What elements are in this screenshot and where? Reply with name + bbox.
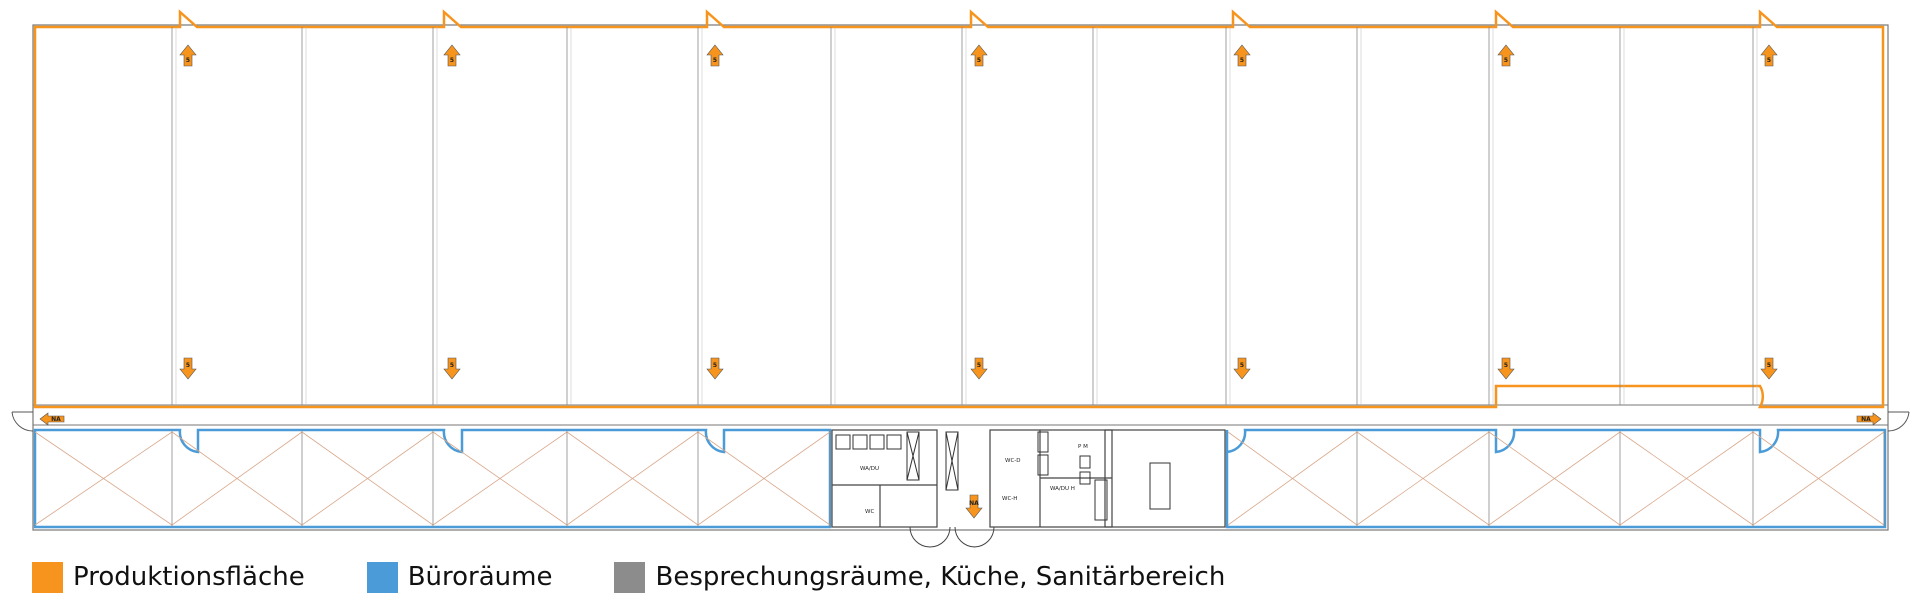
wc-d-label: WC-D <box>1005 458 1021 464</box>
exit-arrow-up-icon <box>706 44 724 67</box>
exit-arrow-down-icon <box>706 357 724 380</box>
office-diagonal <box>1356 431 1490 526</box>
exit-arrow-up-icon <box>1760 44 1778 67</box>
center-arrow-icon <box>965 494 983 519</box>
office-diagonal <box>566 431 699 526</box>
service-area <box>831 429 1226 528</box>
floor-plan: WA/DU WC WC-D WC-H WA/DU H P M 5 5 5 5 5 5 5 5 5… <box>11 9 1910 548</box>
legend-label-production: Produktionsfläche <box>73 562 305 592</box>
office-area-left <box>33 428 832 529</box>
exit-arrow-down-label: 5 <box>1504 362 1508 369</box>
office-diagonal <box>301 431 434 526</box>
exit-arrow-down-icon <box>1233 357 1251 380</box>
wa-du-h-label: WA/DU H <box>1050 486 1075 492</box>
exit-arrow-up-icon <box>443 44 461 67</box>
exit-arrow-down-label: 5 <box>450 362 454 369</box>
legend: Produktionsfläche Büroräume Besprechungs… <box>32 560 1287 594</box>
office-diagonal <box>1227 431 1358 526</box>
exit-arrow-down-label: 5 <box>713 362 717 369</box>
exit-arrow-down-icon <box>970 357 988 380</box>
wa-du-label: WA/DU <box>860 466 879 472</box>
center-arrow-label: NA <box>969 500 979 507</box>
office-area-right <box>1225 428 1887 529</box>
office-diagonal <box>1752 431 1885 526</box>
legend-swatch-office <box>366 561 398 593</box>
side-arrow-right-label: NA <box>1861 416 1871 423</box>
exit-arrow-down-label: 5 <box>977 362 981 369</box>
pm-label: P M <box>1078 444 1088 450</box>
exit-arrow-down-icon <box>179 357 197 380</box>
exit-arrow-up-icon <box>970 44 988 67</box>
wc-label: WC <box>865 509 874 515</box>
office-diagonal <box>697 431 831 526</box>
office-diagonal <box>1488 431 1621 526</box>
legend-item-office: Büroräume <box>366 561 553 593</box>
entrance-doors <box>909 526 995 548</box>
production-area-outline <box>33 9 1885 409</box>
legend-swatch-meeting <box>614 561 646 593</box>
exit-arrow-up-icon <box>1497 44 1515 67</box>
legend-item-meeting: Besprechungsräume, Küche, Sanitärbereich <box>614 561 1226 593</box>
side-arrow-left-icon <box>39 412 65 426</box>
wc-h-label: WC-H <box>1002 496 1017 502</box>
exit-arrow-up-label: 5 <box>1504 57 1508 64</box>
office-diagonal <box>432 431 568 526</box>
exit-arrow-up-label: 5 <box>1240 57 1244 64</box>
exit-arrow-up-label: 5 <box>713 57 717 64</box>
exit-arrow-up-icon <box>1233 44 1251 67</box>
exit-arrow-down-icon <box>1760 357 1778 380</box>
side-arrow-left-label: NA <box>51 416 61 423</box>
sanitary-fixtures <box>835 431 1171 521</box>
exit-arrow-up-label: 5 <box>1767 57 1771 64</box>
side-arrow-right-icon <box>1856 412 1882 426</box>
exit-arrow-up-label: 5 <box>977 57 981 64</box>
office-diagonal <box>1619 431 1754 526</box>
exit-arrow-up-icon <box>179 44 197 67</box>
exit-arrow-down-label: 5 <box>1767 362 1771 369</box>
legend-label-meeting: Besprechungsräume, Küche, Sanitärbereich <box>655 562 1226 592</box>
exit-arrow-down-label: 5 <box>186 362 190 369</box>
office-diagonal <box>34 431 173 526</box>
exit-arrow-down-label: 5 <box>1240 362 1244 369</box>
right-end-door <box>1887 411 1910 432</box>
exit-arrow-up-label: 5 <box>186 57 190 64</box>
exit-arrow-down-icon <box>1497 357 1515 380</box>
legend-label-office: Büroräume <box>407 562 553 592</box>
legend-item-production: Produktionsfläche <box>32 561 305 593</box>
left-end-door <box>11 411 34 432</box>
building-outline <box>32 24 1889 531</box>
exit-arrow-down-icon <box>443 357 461 380</box>
office-diagonal <box>171 431 303 526</box>
exit-arrow-up-label: 5 <box>450 57 454 64</box>
legend-swatch-production <box>32 561 63 593</box>
